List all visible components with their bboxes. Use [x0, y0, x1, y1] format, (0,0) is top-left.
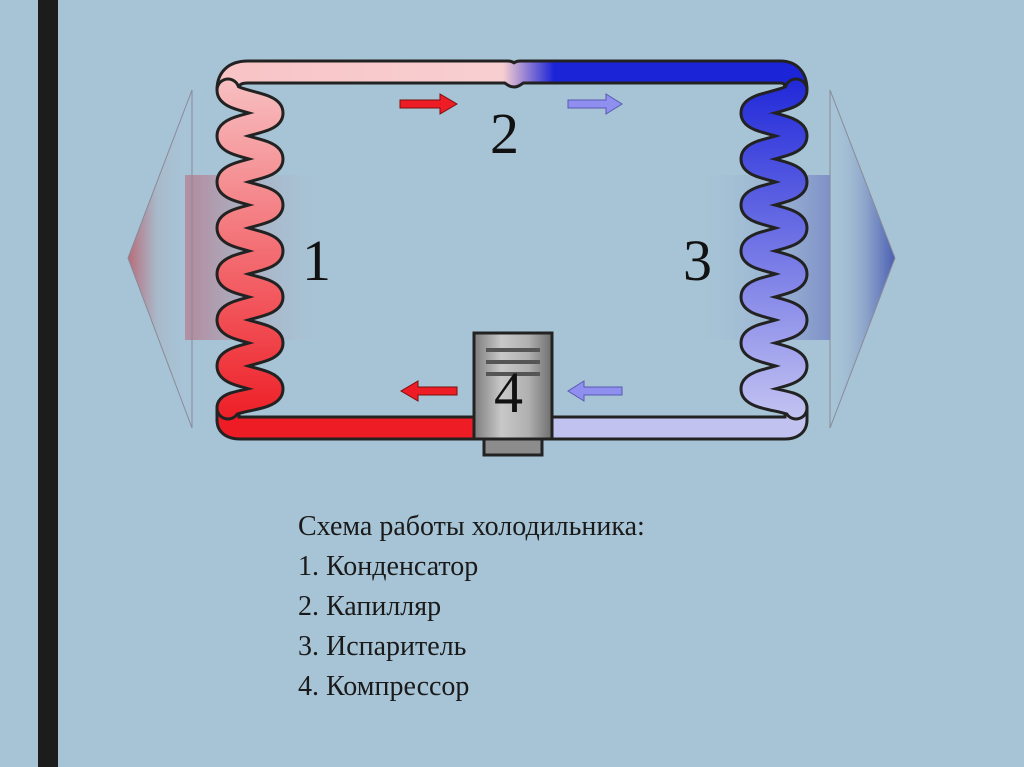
bottom-hot-pipe: [215, 395, 503, 441]
label-evaporator: 3: [683, 228, 712, 293]
label-compressor: 4: [494, 360, 523, 425]
legend-item-condenser: 1. Конденсатор: [298, 551, 479, 582]
legend-item-capillary: 2. Капилляр: [298, 591, 442, 622]
legend-item-compressor: 4. Компрессор: [298, 671, 470, 702]
flow-arrow-bottom-cold: [567, 380, 623, 402]
flow-arrow-top-cold: [567, 93, 623, 115]
left-border-bar: [38, 0, 58, 767]
caption-title: Схема работы холодильника:: [298, 511, 645, 542]
label-condenser: 1: [302, 228, 331, 293]
compressor-icon: [472, 331, 554, 457]
flow-arrow-bottom-hot: [400, 380, 458, 402]
capillary-pipe: [215, 59, 809, 91]
evaporator-coil: [739, 77, 809, 421]
condenser-coil: [215, 77, 285, 421]
label-capillary: 2: [490, 101, 519, 166]
legend-item-evaporator: 3. Испаритель: [298, 631, 467, 662]
bottom-cold-pipe: [522, 395, 809, 441]
caption-legend: Схема работы холодильника: 1. Конденсато…: [298, 507, 645, 707]
flow-arrow-top-hot: [399, 93, 458, 115]
